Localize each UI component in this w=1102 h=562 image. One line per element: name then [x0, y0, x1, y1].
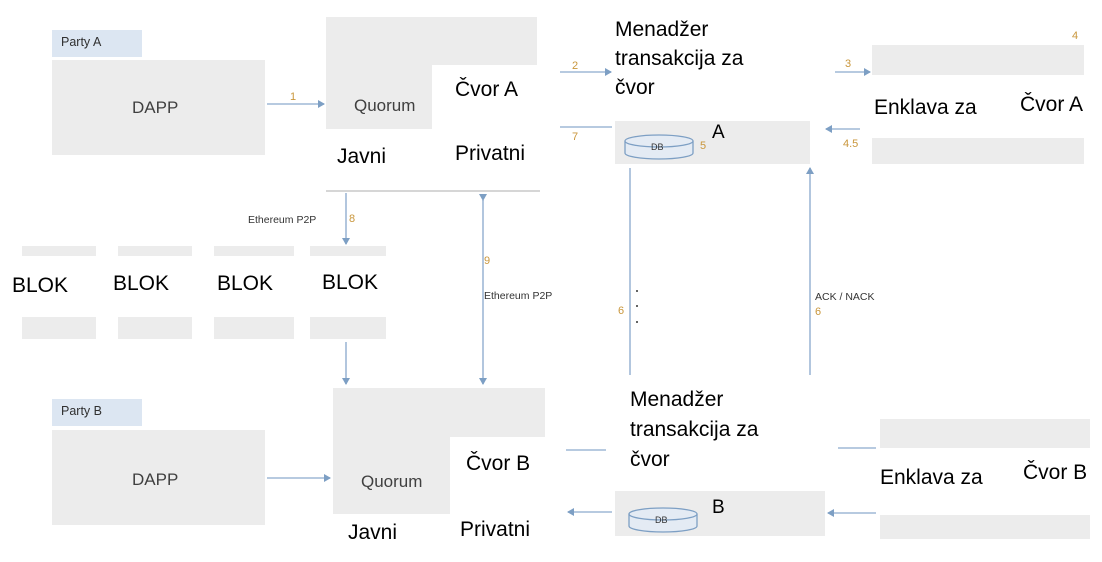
node-a-label: Čvor A	[455, 78, 519, 101]
node-b-panel	[450, 437, 548, 515]
enclave-b-label: Enklava za	[880, 466, 983, 489]
block-4-bottom	[310, 317, 386, 339]
block-2-top	[118, 246, 192, 256]
step-5: 5	[700, 140, 707, 152]
quorum-a-label: Quorum	[354, 96, 416, 115]
quorum-b-label: Quorum	[361, 472, 423, 491]
step-2: 2	[572, 60, 579, 72]
db-a-label: DB	[651, 142, 664, 152]
private-b-label: Privatni	[460, 518, 531, 541]
block-3-bottom	[214, 317, 294, 339]
db-cylinder-a	[624, 134, 694, 160]
party-b-label: Party B	[61, 404, 102, 418]
public-b-label: Javni	[348, 521, 398, 544]
block-2-label: BLOK	[113, 272, 170, 295]
step-6-left: 6	[618, 305, 625, 317]
enclave-a-node: Čvor A	[1020, 93, 1084, 116]
block-1-bottom	[22, 317, 96, 339]
enclave-b-bottom-box	[880, 515, 1090, 539]
block-2-bottom	[118, 317, 192, 339]
step-7: 7	[572, 131, 579, 143]
block-4-top	[310, 246, 386, 256]
dapp-a-label: DAPP	[132, 98, 179, 117]
block-1-top	[22, 246, 96, 256]
step-8: 8	[349, 213, 356, 225]
tm-a-line2: transakcija za	[615, 47, 744, 70]
public-a-label: Javni	[337, 145, 387, 168]
p2p-left-label: Ethereum P2P	[248, 214, 317, 226]
db-b-label: DB	[655, 515, 668, 525]
enclave-b-top-box	[880, 419, 1090, 448]
enclave-b-node: Čvor B	[1023, 461, 1088, 484]
step-3: 3	[845, 58, 852, 70]
ack-nack-label: ACK / NACK	[815, 291, 875, 303]
tm-a-letter: A	[712, 122, 725, 143]
tm-b-letter: B	[712, 497, 725, 518]
party-a-label: Party A	[61, 35, 102, 49]
tm-b-line1: Menadžer	[630, 388, 724, 411]
node-b-label: Čvor B	[466, 452, 531, 475]
party-b-header: Party B	[52, 399, 142, 426]
dapp-b-box: DAPP	[52, 430, 265, 525]
enclave-a-bottom-box	[872, 138, 1084, 164]
block-4-label: BLOK	[322, 271, 379, 294]
step-6-right: 6	[815, 306, 822, 318]
private-a-label: Privatni	[455, 142, 526, 165]
block-3-label: BLOK	[217, 272, 274, 295]
node-a-panel	[432, 65, 540, 185]
party-a-header: Party A	[52, 30, 142, 57]
step-4-5: 4.5	[843, 138, 859, 150]
step-4: 4	[1072, 30, 1079, 42]
tm-a-line1: Menadžer	[615, 18, 709, 41]
step-1: 1	[290, 91, 297, 103]
p2p-right-label: Ethereum P2P	[484, 290, 553, 302]
enclave-a-label: Enklava za	[874, 96, 977, 119]
db-cylinder-b	[628, 507, 698, 533]
tm-b-line3: čvor	[630, 448, 670, 471]
tm-b-line2: transakcija za	[630, 418, 759, 441]
step-9: 9	[484, 255, 491, 267]
block-1-label: BLOK	[12, 274, 69, 297]
enclave-a-top-box	[872, 45, 1084, 75]
dots-6	[636, 290, 638, 323]
block-3-top	[214, 246, 294, 256]
tm-a-line3: čvor	[615, 76, 655, 99]
dapp-a-box: DAPP	[52, 60, 265, 155]
dapp-b-label: DAPP	[132, 470, 179, 489]
